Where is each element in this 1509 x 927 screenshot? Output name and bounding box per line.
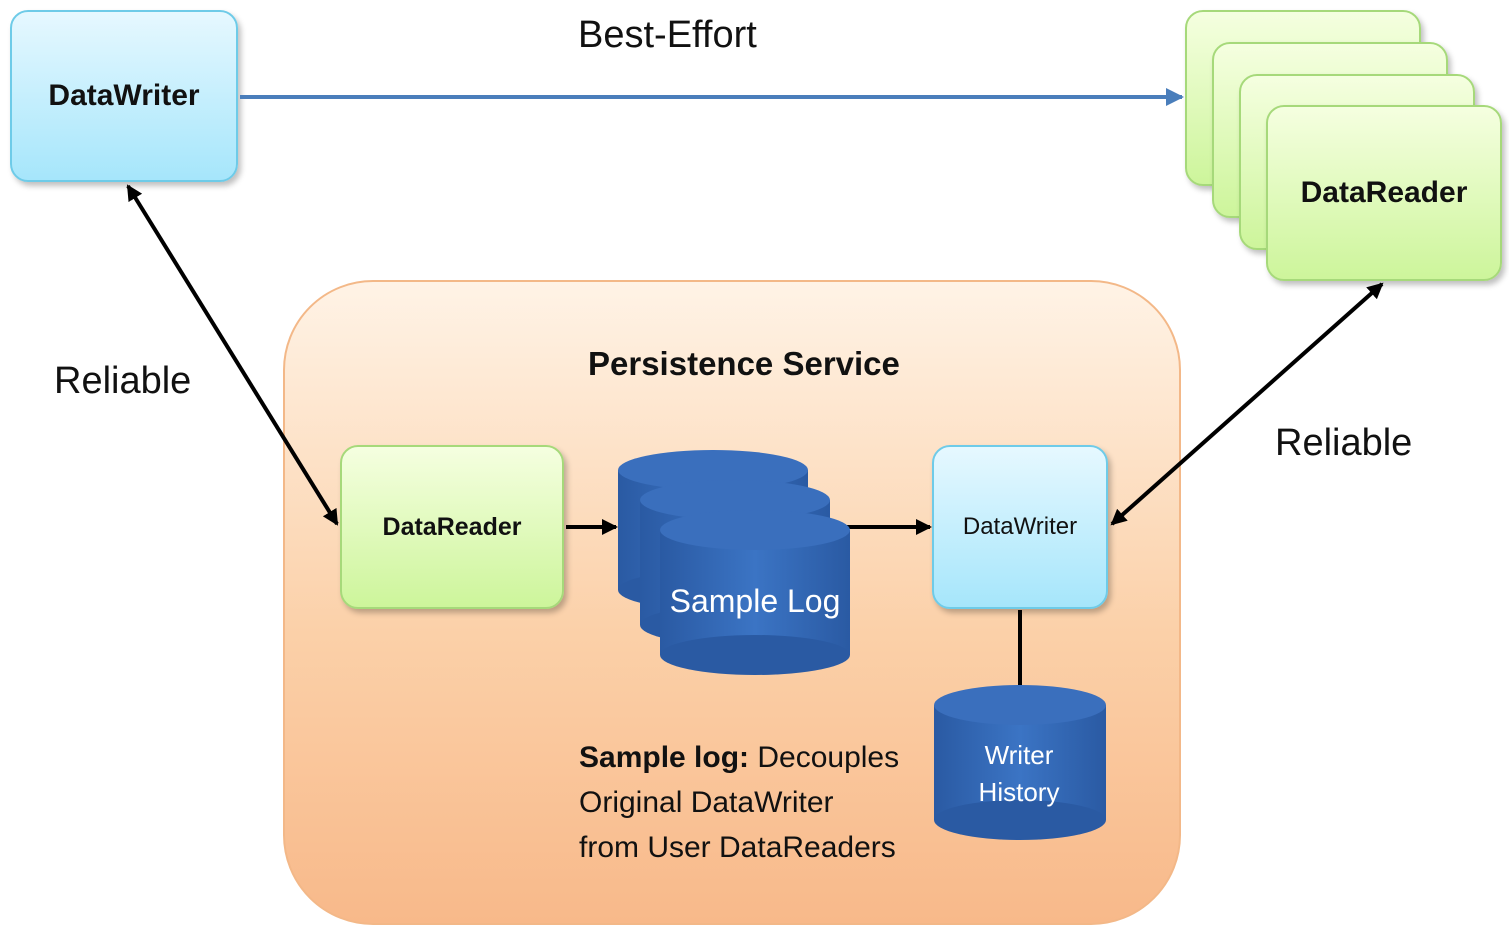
persistence-datareader-box[interactable]: DataReader [340,445,564,609]
top-datawriter-box[interactable]: DataWriter [10,10,238,182]
top-datawriter-label: DataWriter [48,79,200,112]
writer-history-line2: History [979,777,1060,807]
datareader-stack-front[interactable]: DataReader [1266,105,1502,281]
sample-log-cylinder-front [660,510,850,675]
writer-history-line1: Writer [985,740,1054,770]
database-stack-icon [618,450,850,675]
sample-log-note: Sample log: Decouples Original DataWrite… [579,735,899,870]
database-icon [934,685,1106,840]
persistence-datareader-label: DataReader [382,512,522,541]
persistence-service-title: Persistence Service [588,345,900,382]
sample-log-label: Sample Log [670,583,841,619]
sample-log-note-line2: Original DataWriter [579,786,834,819]
sample-log-note-line3: from User DataReaders [579,831,896,864]
sample-log-note-line1: Decouples [749,741,900,774]
sample-log-note-bold: Sample log: [579,741,750,774]
reliable-right-arrow [1110,282,1384,526]
datareader-stack-label: DataReader [1300,176,1468,209]
persistence-datawriter-label: DataWriter [962,513,1078,540]
best-effort-label: Best-Effort [578,14,757,56]
reliable-left-arrow [126,184,339,526]
persistence-datawriter-box[interactable]: DataWriter [932,445,1108,609]
